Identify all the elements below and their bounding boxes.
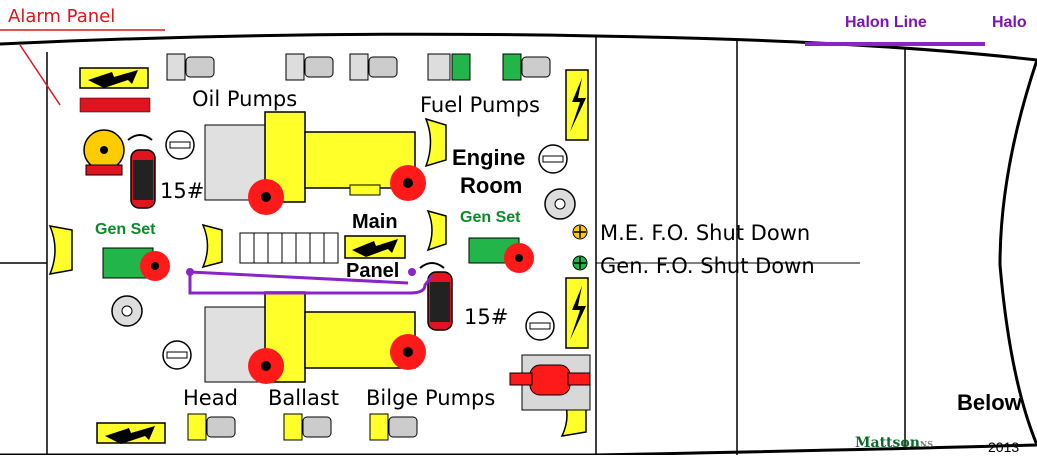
legend-halon-line-2: Halo [992,14,1027,31]
hose-reel [83,129,125,176]
extinguisher-size-label-2: 15# [464,305,509,329]
extinguisher-size-label: 15# [160,179,205,203]
main-engine-lower [204,291,426,384]
year-label: 2013 [988,439,1020,455]
main-engine-upper [204,111,426,215]
head-pump-label: Head [183,386,238,410]
me-fo-shutdown-label: M.E. F.O. Shut Down [600,221,811,245]
fire-extinguisher-icon [419,262,453,331]
vent-horn-icon [48,225,73,275]
fuse-icon [525,311,555,341]
lightning-box [565,277,589,349]
legend-halon-line: Halon Line [845,14,927,31]
vent-horn-icon [201,223,223,269]
halon-nozzle [186,268,194,276]
alarm-panel-title: Alarm Panel [8,6,116,27]
fuel-pumps-label: Fuel Pumps [420,93,541,117]
room-label: Room [460,173,523,198]
ballast-pump-label: Ballast [268,386,339,410]
bilge-pumps-label: Bilge Pumps [366,386,496,410]
fuse-icon [165,130,195,160]
main-panel [344,235,406,259]
pump-icon [285,53,334,81]
halon-nozzle [408,268,416,276]
gen-set-right-label: Gen Set [460,209,521,226]
gen-set-right [468,237,534,273]
shutdown-valve-icon [572,224,588,240]
brand-logo: MattsonNS [855,435,933,451]
pump-icon [166,53,215,81]
vent-horn-icon [424,117,447,168]
lightning-box [565,69,589,141]
fuse-icon [162,340,192,370]
engine-label: Engine [452,145,526,170]
oil-pumps-label: Oil Pumps [192,87,298,111]
pump-icon [369,413,418,441]
gen-fo-shutdown-label: Gen. F.O. Shut Down [600,254,815,278]
alarm-panel-leader [19,44,61,106]
lightning-box [96,422,166,444]
gauge-icon [544,188,576,220]
gen-set-left-label: Gen Set [95,221,156,238]
pump-icon [349,53,398,81]
halon-line [188,270,434,295]
pump-icon [187,413,236,441]
shutdown-valve-icon [572,255,588,271]
below-label: Below [957,390,1022,415]
pump-icon [502,53,551,81]
fire-extinguisher-icon [127,134,156,209]
alarm-panel [79,67,151,113]
main-label: Main [352,211,398,233]
pump-icon [283,413,332,441]
panel-label: Panel [346,260,400,282]
pump-icon [427,53,471,81]
battery-bank [239,232,339,264]
gen-set-left [102,247,170,281]
fuse-icon [538,144,568,174]
fire-pump-icon [509,354,591,411]
vent-horn-icon [426,209,447,252]
gauge-icon [111,295,143,327]
